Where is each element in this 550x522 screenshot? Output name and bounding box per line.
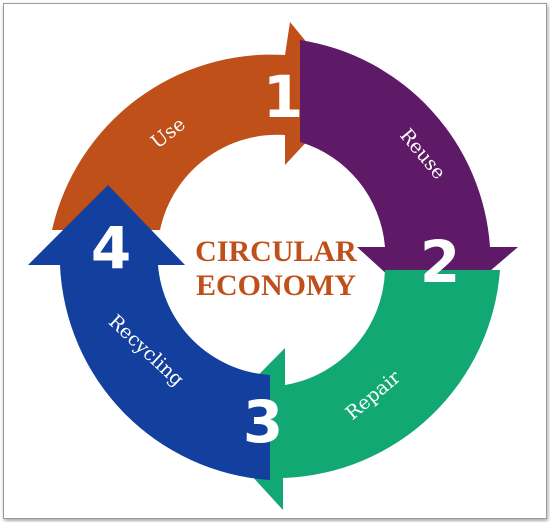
segment-use-arrow (52, 22, 350, 230)
step-number-4: 4 (91, 214, 131, 282)
segment-recycling-arrow (28, 185, 270, 480)
step-number-3: 3 (243, 388, 283, 456)
segment-reuse-arrow (300, 40, 518, 318)
center-title-line2: ECONOMY (196, 269, 356, 302)
center-title-line1: CIRCULAR (195, 235, 357, 268)
step-number-1: 1 (263, 63, 303, 131)
segment-repair-arrow (207, 270, 500, 510)
step-number-2: 2 (420, 228, 460, 296)
